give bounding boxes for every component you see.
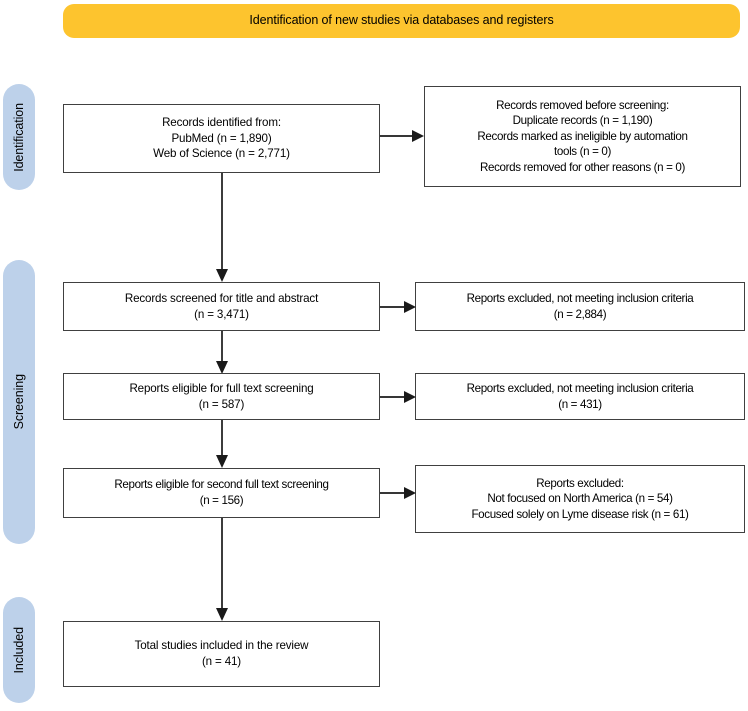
stage-pill-screening: Screening (3, 260, 35, 544)
box-total-included-text: Total studies included in the review (n … (134, 639, 309, 668)
box-excluded-fulltext-text: Reports excluded, not meeting inclusion … (466, 381, 694, 411)
stage-pill-screening-label: Screening (12, 374, 26, 430)
connector-identified-to-screened (212, 173, 232, 283)
box-excluded-screening: Reports excluded, not meeting inclusion … (415, 282, 745, 331)
stage-pill-included: Included (3, 597, 35, 703)
stage-pill-identification-label: Identification (12, 102, 26, 172)
connector-screened-to-fulltext (212, 331, 232, 375)
connector-second-to-excluded (380, 483, 418, 503)
box-reports-second-fulltext: Reports eligible for second full text sc… (63, 468, 380, 518)
connector-second-to-included (212, 518, 232, 622)
box-excluded-second-fulltext-text: Reports excluded: Not focused on North A… (471, 476, 689, 521)
stage-pill-identification: Identification (3, 84, 35, 190)
connector-fulltext-to-second (212, 420, 232, 469)
box-records-removed-text: Records removed before screening: Duplic… (477, 98, 688, 174)
box-records-identified: Records identified from: PubMed (n = 1,8… (63, 104, 380, 173)
box-excluded-screening-text: Reports excluded, not meeting inclusion … (466, 291, 694, 321)
identification-banner: Identification of new studies via databa… (63, 4, 740, 38)
box-records-screened-text: Records screened for title and abstract … (124, 291, 319, 321)
box-records-screened: Records screened for title and abstract … (63, 282, 380, 331)
box-reports-fulltext: Reports eligible for full text screening… (63, 373, 380, 420)
box-total-included: Total studies included in the review (n … (63, 621, 380, 687)
box-excluded-second-fulltext: Reports excluded: Not focused on North A… (415, 465, 745, 533)
connector-fulltext-to-excluded (380, 387, 418, 407)
identification-banner-label: Identification of new studies via databa… (249, 13, 554, 28)
box-excluded-fulltext: Reports excluded, not meeting inclusion … (415, 373, 745, 420)
box-records-identified-text: Records identified from: PubMed (n = 1,8… (153, 116, 290, 161)
box-reports-fulltext-text: Reports eligible for full text screening… (129, 381, 314, 411)
connector-identified-to-removed (380, 126, 426, 146)
box-records-removed: Records removed before screening: Duplic… (424, 86, 741, 187)
connector-screened-to-excluded (380, 297, 418, 317)
stage-pill-included-label: Included (12, 626, 26, 674)
box-reports-second-fulltext-text: Reports eligible for second full text sc… (114, 478, 329, 507)
